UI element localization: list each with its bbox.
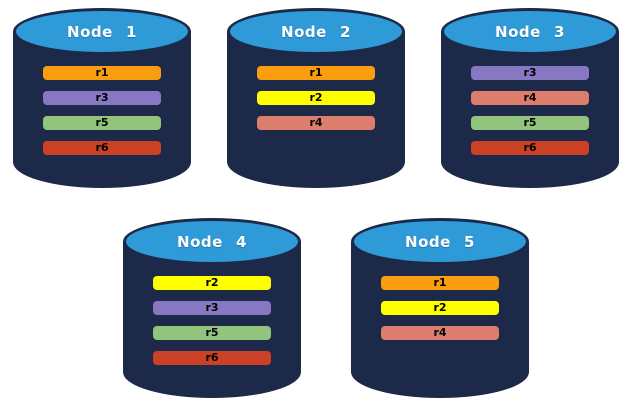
replica-label: r2	[433, 301, 447, 314]
replica-list: r1 r2 r4	[257, 66, 375, 130]
replica-label: r3	[95, 91, 109, 104]
replica-bar-r6: r6	[471, 141, 589, 155]
replica-list: r1 r3 r5 r6	[43, 66, 161, 155]
cylinder-body	[441, 31, 619, 188]
cylinder-body	[123, 241, 301, 398]
replica-bar-r4: r4	[381, 326, 499, 340]
replica-list: r1 r2 r4	[381, 276, 499, 340]
replica-label: r6	[523, 141, 537, 154]
replica-bar-r3: r3	[153, 301, 271, 315]
replica-label: r5	[95, 116, 109, 129]
replica-bar-r2: r2	[153, 276, 271, 290]
replica-bar-r4: r4	[471, 91, 589, 105]
replica-bar-r6: r6	[43, 141, 161, 155]
node-title: Node 5	[405, 232, 475, 251]
replica-label: r4	[433, 326, 447, 339]
replica-bar-r1: r1	[257, 66, 375, 80]
cylinder-body	[13, 31, 191, 188]
node-title: Node 3	[495, 22, 565, 41]
cylinder-body	[227, 31, 405, 188]
replica-bar-r5: r5	[471, 116, 589, 130]
replica-bar-r4: r4	[257, 116, 375, 130]
cylinder-top: Node 3	[441, 8, 619, 55]
replica-bar-r1: r1	[43, 66, 161, 80]
replica-bar-r6: r6	[153, 351, 271, 365]
replica-bar-r3: r3	[471, 66, 589, 80]
database-node-5: Node 5 r1 r2 r4	[351, 218, 529, 398]
replica-label: r5	[205, 326, 219, 339]
replica-label: r1	[95, 66, 109, 79]
replica-label: r4	[523, 91, 537, 104]
replica-bar-r3: r3	[43, 91, 161, 105]
cylinder-top: Node 5	[351, 218, 529, 265]
replica-label: r4	[309, 116, 323, 129]
node-title: Node 1	[67, 22, 137, 41]
replica-bar-r5: r5	[43, 116, 161, 130]
cylinder-body	[351, 241, 529, 398]
database-node-3: Node 3 r3 r4 r5 r6	[441, 8, 619, 188]
database-node-1: Node 1 r1 r3 r5 r6	[13, 8, 191, 188]
cylinder-top: Node 4	[123, 218, 301, 265]
replica-label: r5	[523, 116, 537, 129]
node-row-bottom: Node 4 r2 r3 r5 r6 Node 5 r1 r2 r4	[123, 218, 529, 398]
replica-bar-r2: r2	[257, 91, 375, 105]
replica-label: r3	[205, 301, 219, 314]
replica-label: r2	[205, 276, 219, 289]
replica-label: r3	[523, 66, 537, 79]
replica-list: r2 r3 r5 r6	[153, 276, 271, 365]
node-title: Node 2	[281, 22, 351, 41]
cylinder-top: Node 1	[13, 8, 191, 55]
replica-bar-r2: r2	[381, 301, 499, 315]
replica-label: r6	[205, 351, 219, 364]
replica-label: r6	[95, 141, 109, 154]
database-node-2: Node 2 r1 r2 r4	[227, 8, 405, 188]
replica-bar-r1: r1	[381, 276, 499, 290]
database-node-4: Node 4 r2 r3 r5 r6	[123, 218, 301, 398]
cylinder-top: Node 2	[227, 8, 405, 55]
replica-label: r2	[309, 91, 323, 104]
replica-label: r1	[433, 276, 447, 289]
replica-label: r1	[309, 66, 323, 79]
node-title: Node 4	[177, 232, 247, 251]
replica-list: r3 r4 r5 r6	[471, 66, 589, 155]
replica-bar-r5: r5	[153, 326, 271, 340]
